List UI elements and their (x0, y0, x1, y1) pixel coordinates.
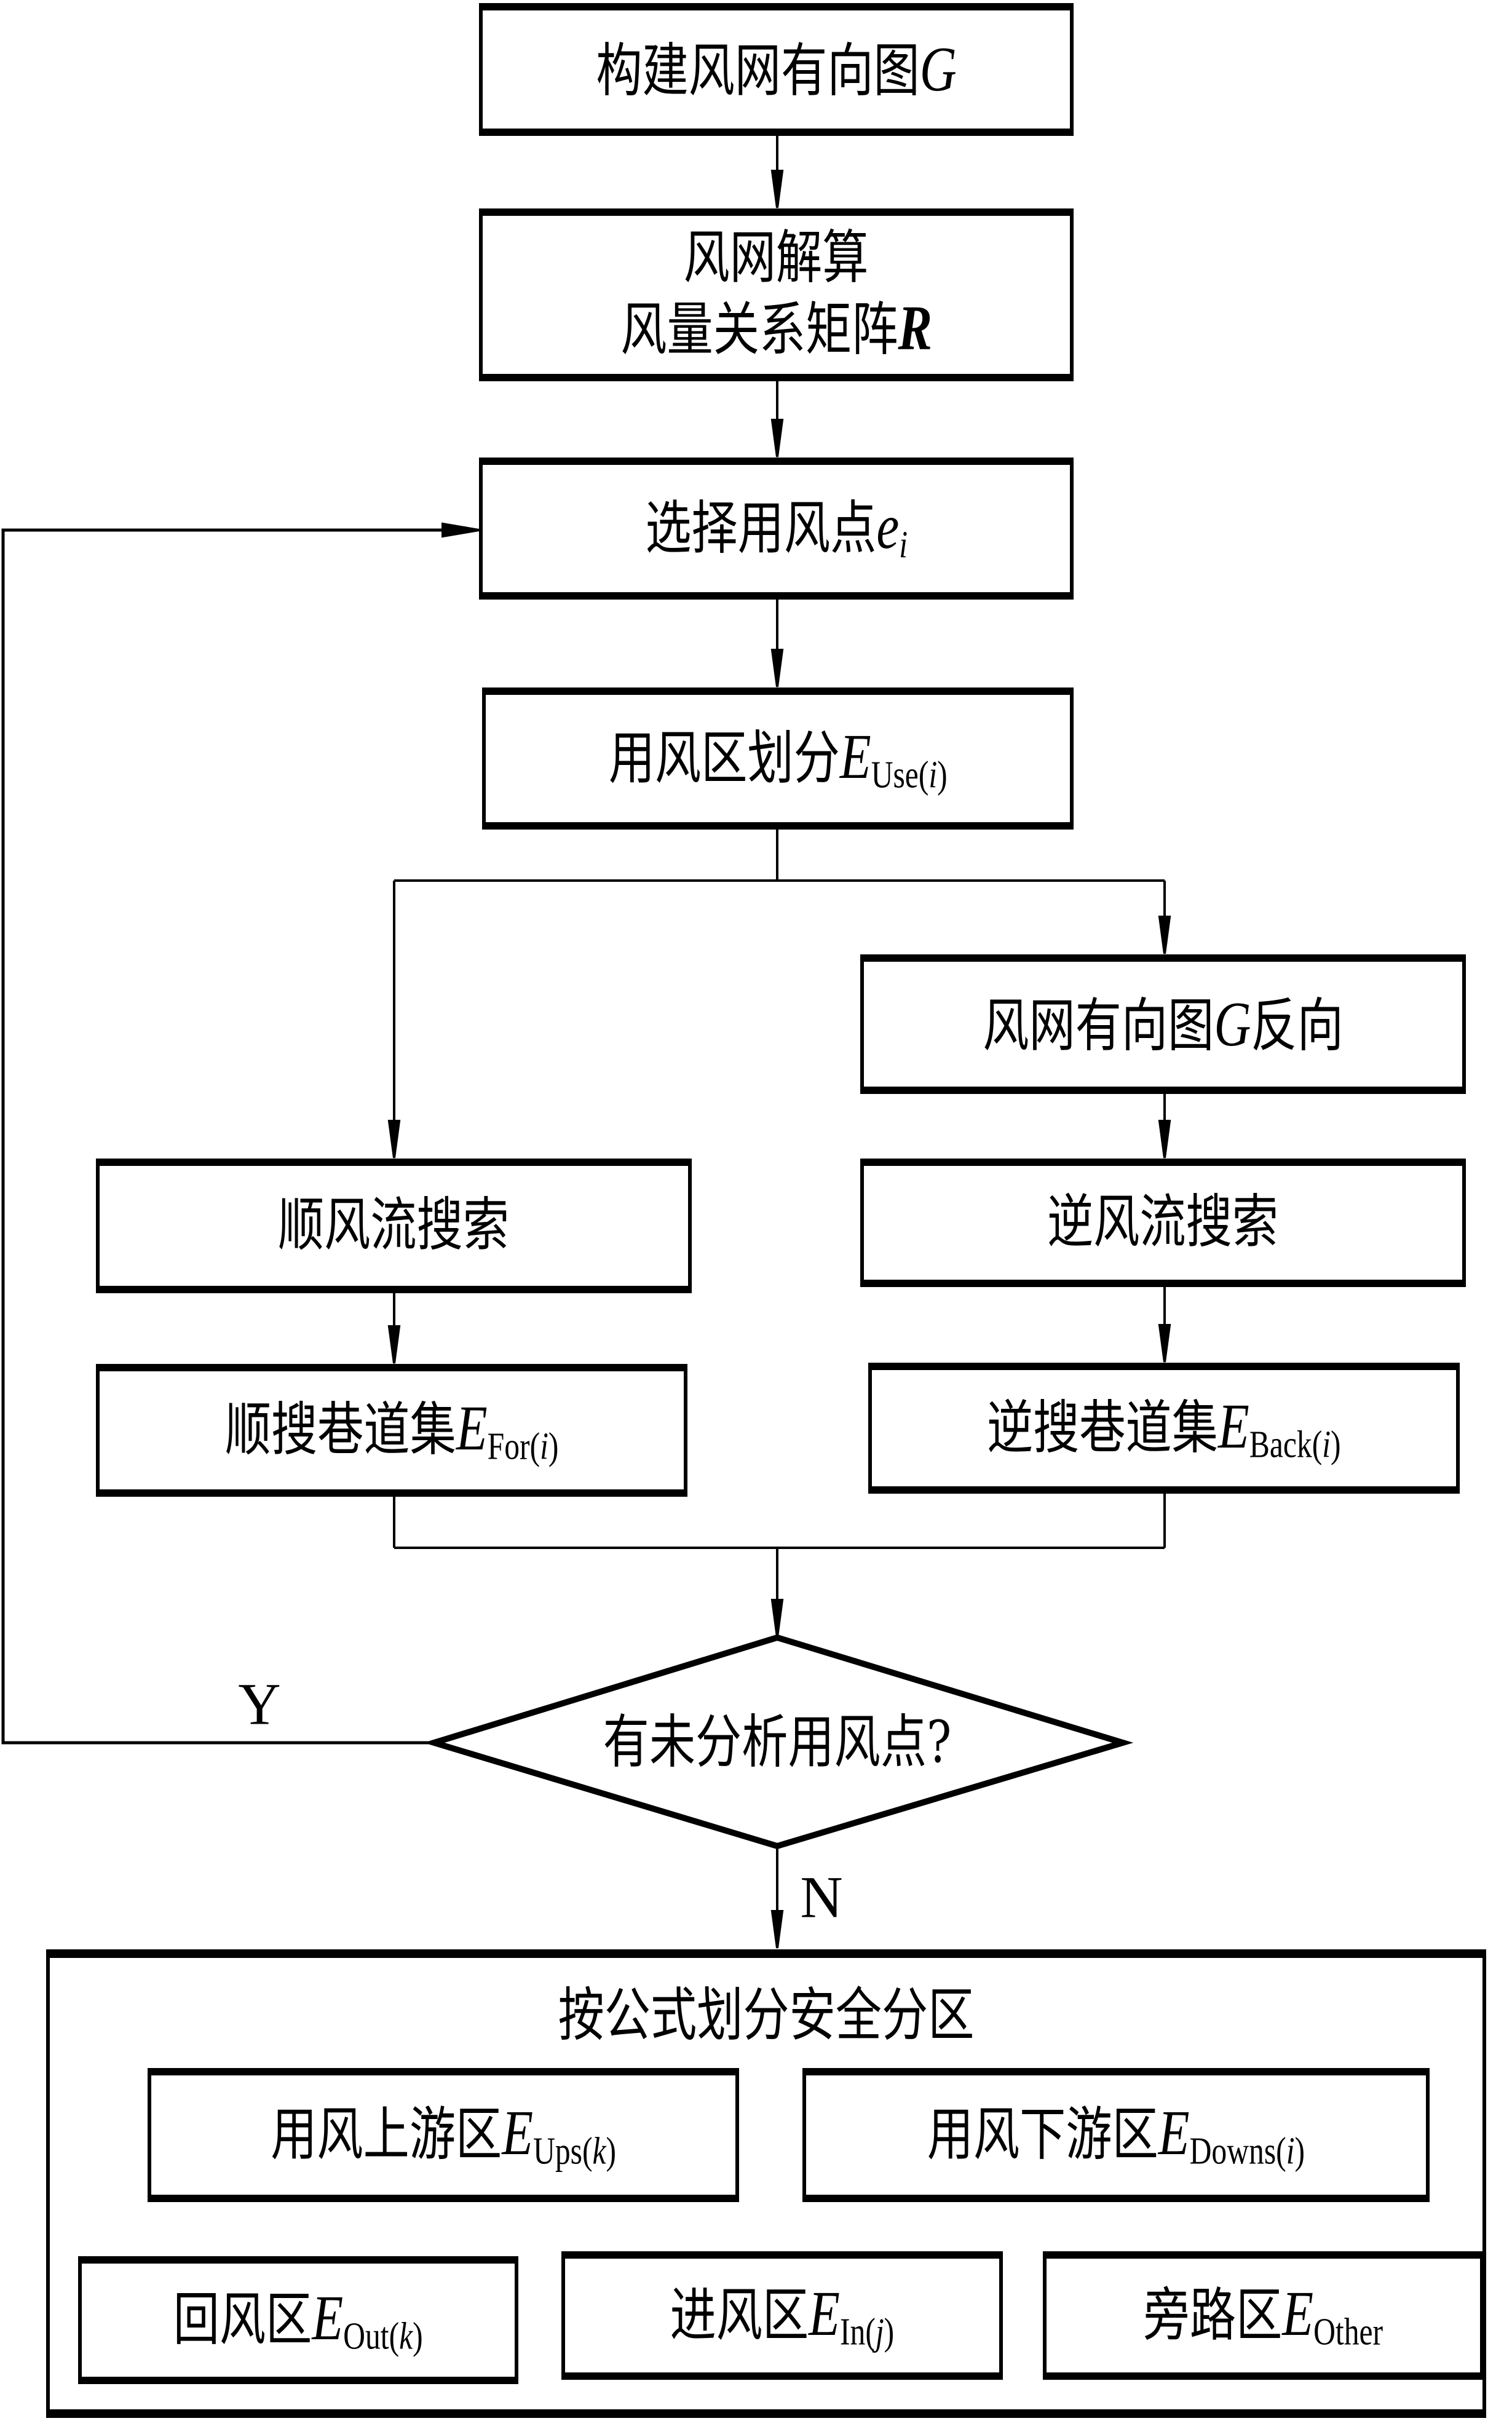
decision-text: 有未分析用风点? (603, 1708, 952, 1776)
matrix-var: R (898, 292, 932, 363)
arrow-select-to-usezone-head (770, 649, 784, 687)
backward-search-text: 逆风流搜索 (1047, 1189, 1279, 1256)
zone-downstream-sub: Downs (1189, 2130, 1276, 2173)
zone-upstream-var: E (502, 2098, 533, 2169)
point-var: e (876, 491, 900, 562)
loop-back-yes-head (441, 522, 480, 538)
node-reverse-graph: 风网有向图G反向 (860, 954, 1466, 1094)
select-point-text: 选择用风点 (645, 494, 877, 562)
node-backward-set: 逆搜巷道集EBack(i) (868, 1363, 1460, 1494)
backward-set-sub: Back (1249, 1424, 1312, 1466)
zone-bypass-var: E (1282, 2278, 1314, 2349)
zone-downstream-var: E (1158, 2098, 1190, 2169)
arrow-build-to-solve-head (770, 170, 784, 208)
use-zone-idx: i (928, 754, 937, 796)
arrow-backward-to-set-head (1158, 1324, 1171, 1363)
arrow-decision-no-head (770, 1910, 784, 1949)
node-select-point: 选择用风点ei (479, 458, 1074, 600)
build-graph-text: 构建风网有向图 (596, 38, 920, 105)
zone-intake-idx: j (875, 2311, 884, 2353)
zone-upstream-text: 用风上游区 (271, 2101, 502, 2169)
node-use-zone: 用风区划分EUse(i) (482, 687, 1074, 830)
zone-return-var: E (312, 2283, 344, 2354)
zone-return-idx: k (399, 2315, 413, 2358)
backward-set-text: 逆搜巷道集 (987, 1394, 1219, 1462)
graph-var: G (919, 34, 957, 105)
no-label: N (800, 1864, 843, 1930)
forward-set-var: E (456, 1393, 488, 1464)
zone-intake-text: 进风区 (670, 2281, 809, 2349)
node-backward-search: 逆风流搜索 (860, 1159, 1466, 1287)
forward-set-text: 顺搜巷道集 (224, 1397, 456, 1464)
node-solve: 风网解算 风量关系矩阵R (479, 208, 1074, 381)
reverse-graph-var: G (1214, 988, 1251, 1060)
arrow-to-reverse-graph-head (1158, 916, 1171, 954)
zone-upstream-idx: k (592, 2130, 606, 2173)
arrow-forward-to-set-head (387, 1325, 401, 1364)
node-partition: 按公式划分安全分区 用风上游区EUps(k) 用风下游区EDowns(i) 回风… (46, 1949, 1486, 2418)
arrow-merge-to-decision-head (770, 1599, 784, 1638)
solve-line1: 风网解算 (684, 224, 869, 291)
reverse-graph-suffix: 反向 (1251, 992, 1344, 1060)
solve-line2: 风量关系矩阵 (620, 296, 898, 363)
zone-upstream-sub: Ups (532, 2130, 582, 2173)
zone-downstream-idx: i (1286, 2130, 1295, 2173)
forward-set-sub: For (487, 1425, 530, 1468)
use-zone-var: E (839, 721, 871, 792)
zone-bypass-text: 旁路区 (1143, 2281, 1283, 2349)
node-forward-search: 顺风流搜索 (96, 1159, 692, 1293)
backward-set-idx: i (1322, 1424, 1331, 1466)
use-zone-text: 用风区划分 (608, 724, 840, 792)
zone-intake: 进风区EIn(j) (561, 2251, 1003, 2380)
zone-downstream-text: 用风下游区 (927, 2101, 1158, 2169)
forward-search-text: 顺风流搜索 (278, 1192, 510, 1259)
zone-bypass-sub: Other (1313, 2311, 1383, 2353)
arrow-solve-to-select-head (770, 419, 784, 458)
zone-intake-sub: In (840, 2311, 866, 2353)
zone-return: 回风区EOut(k) (78, 2256, 518, 2384)
node-build-graph: 构建风网有向图G (479, 3, 1074, 136)
forward-set-idx: i (539, 1425, 548, 1468)
arrow-to-forward-search-head (387, 1120, 401, 1159)
zone-return-sub: Out (343, 2315, 389, 2358)
zone-upstream: 用风上游区EUps(k) (148, 2068, 739, 2202)
point-sub: i (899, 524, 908, 566)
yes-label: Y (238, 1671, 281, 1737)
zone-intake-var: E (809, 2278, 841, 2349)
zone-downstream: 用风下游区EDowns(i) (802, 2068, 1430, 2202)
partition-title: 按公式划分安全分区 (558, 1982, 975, 2049)
use-zone-sub: Use (871, 754, 919, 796)
loop-back-yes (1, 528, 456, 1745)
zone-return-text: 回风区 (173, 2286, 312, 2354)
reverse-graph-text: 风网有向图 (983, 992, 1214, 1060)
arrow-reverse-to-backward-head (1158, 1120, 1171, 1159)
backward-set-var: E (1218, 1390, 1250, 1462)
node-forward-set: 顺搜巷道集EFor(i) (96, 1364, 687, 1497)
zone-bypass: 旁路区EOther (1043, 2251, 1484, 2380)
